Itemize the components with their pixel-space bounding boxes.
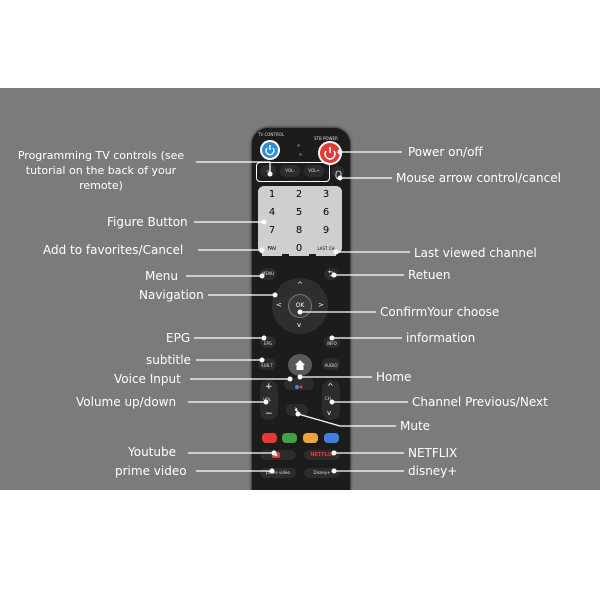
tv-control-box [256,162,330,182]
tv-power-button[interactable] [260,140,280,160]
number-key[interactable]: 4 [262,206,282,220]
audio-button[interactable]: AUDIO [322,358,340,370]
label-information: information [406,331,476,345]
assistant-icon [295,385,303,389]
label-mute: Mute [400,419,431,433]
last-ch-button[interactable]: LAST CH [316,242,336,256]
label-subtitle: subtitle [146,353,191,367]
label-retuen: Retuen [408,268,451,282]
prime-video-button[interactable]: prime video [260,468,296,478]
minus-icon: − [265,409,273,419]
callout-line-programming [196,161,271,172]
label-disney: disney+ [408,464,458,478]
label-youtube: Youtube [128,445,176,459]
down-arrow-icon: v [297,321,302,329]
callout-lines [186,149,410,474]
number-key[interactable]: 6 [316,206,336,220]
home-icon [295,360,305,370]
disney-button[interactable]: Disney+ [304,468,340,478]
label-confirm: ConfirmYour choose [380,305,500,319]
input-icon: ▭ [266,168,270,173]
ch-down-icon: v [327,409,332,417]
info-button[interactable]: INFO [324,336,340,348]
label-mouse: Mouse arrow control/cancel [396,171,561,185]
label-power: Power on/off [408,145,483,159]
label-navigation: Navigation [139,288,204,302]
up-arrow-icon: ^ [297,281,303,289]
mic-hole [299,153,302,156]
label-channel: Channel Previous/Next [412,395,548,409]
navigation-ring[interactable]: ^ v < > OK [272,278,328,334]
blue-key[interactable] [324,433,339,443]
tv-control-label: TV CONTROL [258,132,284,137]
label-programming: Programming TV controls (see tutorial on… [17,149,185,192]
netflix-button[interactable]: NETFLIX [304,450,340,460]
label-menu: Menu [145,269,178,283]
vol-plus-button[interactable]: VOL+ [304,165,324,177]
return-icon: ⮌ [327,269,335,278]
label-last-viewed: Last viewed channel [414,246,537,260]
label-favorites: Add to favorites/Cancel [43,243,184,257]
vol-minus-button[interactable]: VOL- [280,165,300,177]
fav-button[interactable]: FAV [262,242,282,256]
stb-power-label: STB POWER [314,136,338,141]
number-key[interactable]: 8 [289,224,309,238]
number-key[interactable]: 3 [316,188,336,202]
number-key[interactable]: 9 [316,224,336,238]
yellow-key[interactable] [303,433,318,443]
green-key[interactable] [282,433,297,443]
right-arrow-icon: > [318,301,324,309]
ch-up-icon: ^ [327,382,334,391]
label-prime-video: prime video [115,464,187,478]
label-netflix: NETFLIX [408,446,458,460]
label-epg: EPG [166,331,191,345]
mute-button[interactable]: 🔇︎ [286,404,308,416]
label-figure-button: Figure Button [107,215,188,229]
number-key[interactable]: 7 [262,224,282,238]
diagram-panel: TV CONTROL STB POWER ▭ VOL- VOL+ 1 2 3 4… [0,88,600,490]
label-home: Home [376,370,412,384]
plus-icon: + [265,382,273,392]
volume-rocker[interactable]: + VOL − [260,380,278,420]
home-button[interactable] [288,354,312,376]
label-voice-input: Voice Input [114,372,181,386]
mute-icon: 🔇︎ [294,406,300,414]
indicator-led [297,144,300,147]
power-icon [262,142,278,158]
power-icon [324,147,336,160]
vol-label: VOL [263,397,272,402]
remote-control: TV CONTROL STB POWER ▭ VOL- VOL+ 1 2 3 4… [252,128,350,490]
number-key[interactable]: 5 [289,206,309,220]
left-arrow-icon: < [276,301,282,309]
number-key[interactable]: 2 [289,188,309,202]
callout-line-mute [297,413,396,427]
ch-label: CH [325,396,331,401]
number-key[interactable]: 0 [289,242,309,256]
red-key[interactable] [262,433,277,443]
label-volume: Volume up/down [76,395,177,409]
number-key[interactable]: 1 [262,188,282,202]
